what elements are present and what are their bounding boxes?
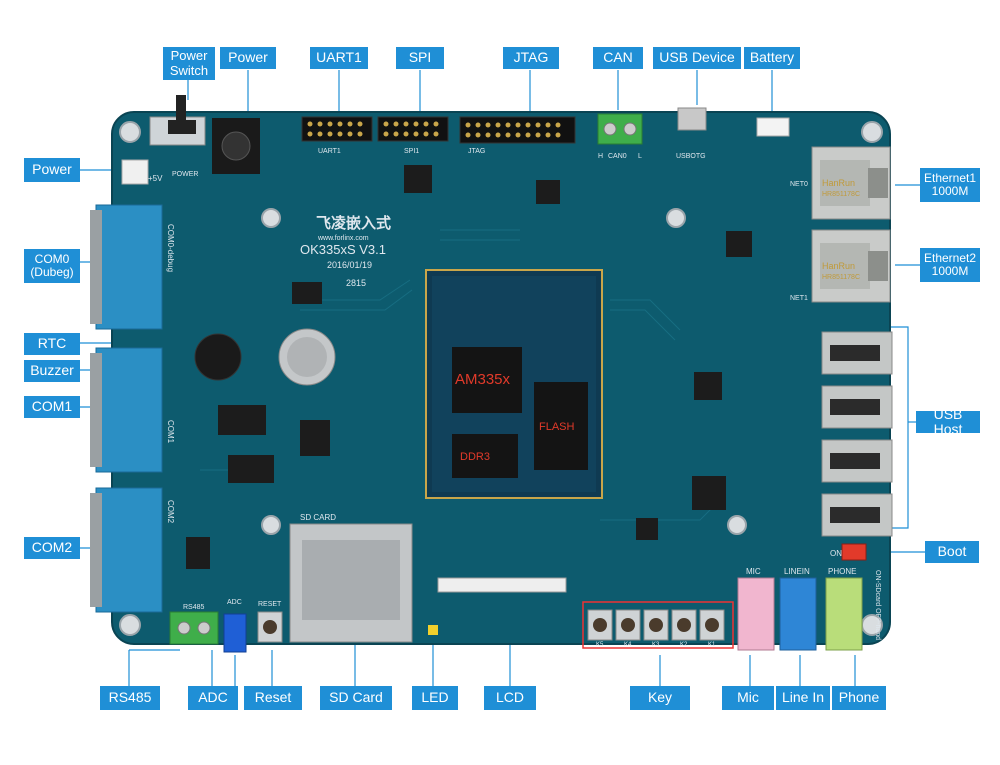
brand-url-silkscreen: www.forlinx.com bbox=[317, 235, 369, 242]
phy1-code-label: HR851178C bbox=[822, 191, 860, 198]
power-connector bbox=[121, 159, 149, 185]
plus5v-silkscreen: +5V bbox=[148, 174, 163, 183]
ethernet2-jack bbox=[811, 229, 891, 303]
reset-silkscreen: RESET bbox=[258, 601, 282, 608]
label-com1: COM1 bbox=[24, 396, 80, 418]
com2-connector bbox=[90, 487, 163, 613]
label-adc: ADC bbox=[188, 686, 238, 710]
com1-connector bbox=[90, 347, 163, 473]
spi1-silkscreen: SPI1 bbox=[404, 148, 419, 155]
label-mic: Mic bbox=[722, 686, 774, 710]
ethernet1-jack bbox=[811, 146, 891, 220]
net1-silkscreen: NET1 bbox=[790, 295, 808, 302]
label-spi: SPI bbox=[396, 47, 444, 69]
ram-chip bbox=[452, 434, 518, 478]
label-rs485: RS485 bbox=[100, 686, 160, 710]
mic-silkscreen: MIC bbox=[746, 567, 761, 576]
label-uart1: UART1 bbox=[310, 47, 368, 69]
label-rtc: RTC bbox=[24, 333, 80, 355]
com1-silkscreen: COM1 bbox=[166, 420, 175, 444]
key-buttons bbox=[582, 601, 734, 649]
can-silkscreen: CAN0 bbox=[608, 153, 627, 160]
label-phone: Phone bbox=[832, 686, 886, 710]
label-ethernet1: Ethernet1 1000M bbox=[920, 168, 980, 202]
label-jtag: JTAG bbox=[503, 47, 559, 69]
batch-silkscreen: 2815 bbox=[346, 278, 366, 288]
reset-button bbox=[257, 611, 283, 643]
label-com0: COM0 (Dubeg) bbox=[24, 249, 80, 283]
uart1-header bbox=[301, 116, 373, 142]
adc-silkscreen: ADC bbox=[227, 599, 242, 606]
sd-silkscreen: SD CARD bbox=[300, 513, 336, 522]
boot-note-silkscreen: ON-SDcard OFF-nand bbox=[874, 570, 881, 640]
label-reset: Reset bbox=[244, 686, 302, 710]
rs485-terminal bbox=[169, 611, 219, 645]
dc-power-jack bbox=[212, 118, 260, 174]
cpu-label: AM335x bbox=[455, 371, 511, 388]
jtag-silkscreen: JTAG bbox=[468, 148, 485, 155]
label-boot: Boot bbox=[925, 541, 979, 563]
som-module bbox=[425, 269, 603, 499]
flash-label: FLASH bbox=[539, 421, 575, 433]
boot-on-silkscreen: ON bbox=[830, 549, 842, 558]
brand-silkscreen: 飞凌嵌入式 bbox=[316, 214, 391, 232]
label-com2: COM2 bbox=[24, 537, 80, 559]
lcd-connector bbox=[437, 577, 567, 593]
buzzer bbox=[194, 333, 242, 381]
linein-silkscreen: LINEIN bbox=[784, 567, 810, 576]
label-line-in: Line In bbox=[776, 686, 830, 710]
can-terminal bbox=[597, 113, 643, 145]
label-power-top: Power bbox=[220, 47, 276, 69]
label-battery: Battery bbox=[744, 47, 800, 69]
audio-jacks bbox=[737, 577, 863, 651]
phone-silkscreen: PHONE bbox=[828, 567, 856, 576]
label-can: CAN bbox=[593, 47, 643, 69]
label-key: Key bbox=[630, 686, 690, 710]
usb-device-port bbox=[677, 107, 707, 131]
boot-switch bbox=[841, 543, 867, 561]
flash-chip bbox=[534, 382, 588, 470]
label-buzzer: Buzzer bbox=[24, 360, 80, 382]
label-power-switch: Power Switch bbox=[163, 47, 215, 80]
rs485-silkscreen: RS485 bbox=[183, 604, 205, 611]
com0-connector bbox=[90, 204, 163, 330]
power-silkscreen: POWER bbox=[172, 171, 198, 178]
battery-connector bbox=[756, 117, 790, 137]
cpu-chip bbox=[452, 347, 522, 413]
label-led: LED bbox=[412, 686, 458, 710]
label-sd-card: SD Card bbox=[320, 686, 392, 710]
jtag-header bbox=[459, 116, 576, 144]
led bbox=[428, 625, 438, 635]
power-switch bbox=[149, 95, 206, 146]
key-label-k1: K1 bbox=[708, 642, 716, 648]
label-usb-device: USB Device bbox=[653, 47, 741, 69]
uart1-silkscreen: UART1 bbox=[318, 148, 341, 155]
key-label-k5: K5 bbox=[596, 642, 604, 648]
date-silkscreen: 2016/01/19 bbox=[327, 260, 372, 270]
com0-silkscreen: COM0-debug bbox=[166, 224, 175, 272]
label-ethernet2: Ethernet2 1000M bbox=[920, 248, 980, 282]
usbotg-silkscreen: USBOTG bbox=[676, 153, 706, 160]
key-label-k4: K4 bbox=[624, 642, 632, 648]
key-label-k3: K3 bbox=[652, 642, 660, 648]
label-usb-host: USB Host bbox=[916, 406, 980, 437]
phy2-code-label: HR851178C bbox=[822, 274, 860, 281]
can-h-silkscreen: H bbox=[598, 153, 603, 160]
spi-header bbox=[377, 116, 449, 142]
key-label-k2: K2 bbox=[680, 642, 688, 648]
can-l-silkscreen: L bbox=[638, 153, 642, 160]
label-lcd: LCD bbox=[484, 686, 536, 710]
net0-silkscreen: NET0 bbox=[790, 181, 808, 188]
phy1-label: HanRun bbox=[822, 178, 855, 188]
adc-potentiometer bbox=[223, 613, 247, 653]
label-power-left: Power bbox=[24, 158, 80, 182]
sd-card-slot bbox=[289, 523, 413, 643]
phy2-label: HanRun bbox=[822, 261, 855, 271]
model-silkscreen: OK335xS V3.1 bbox=[300, 242, 386, 257]
com2-silkscreen: COM2 bbox=[166, 500, 175, 524]
ram-label: DDR3 bbox=[460, 451, 490, 463]
